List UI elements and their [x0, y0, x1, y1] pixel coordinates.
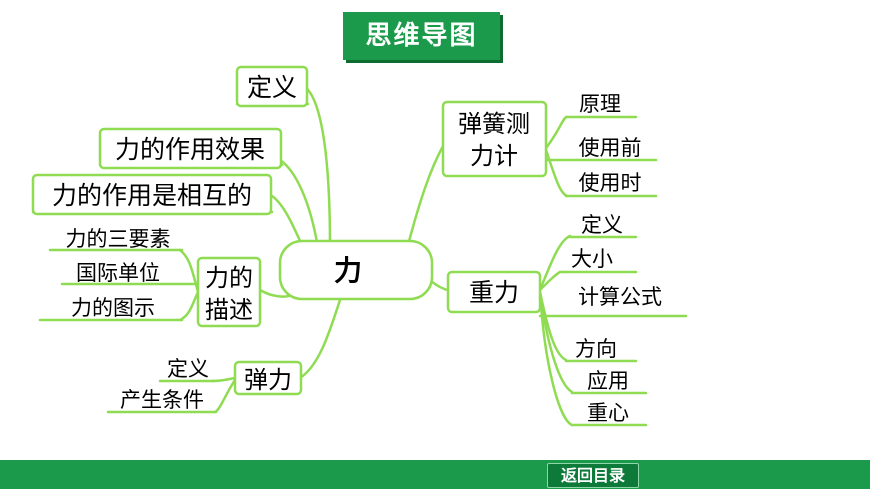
node-spring-line1: 弹簧测 — [458, 110, 530, 138]
node-definition: 定义 — [247, 73, 297, 102]
connector-diagram — [178, 290, 200, 322]
node-box-effect — [98, 127, 283, 170]
node-box-definition — [235, 65, 309, 108]
connector-g-def — [538, 234, 572, 292]
connector-center-elastic — [298, 298, 342, 380]
node-box-spring — [441, 100, 548, 178]
node-box-mutual — [31, 173, 273, 216]
sub-three-elements: 力的三要素 — [66, 227, 171, 251]
sub-g-size: 大小 — [571, 247, 613, 271]
sub-diagram: 力的图示 — [71, 296, 155, 320]
sub-g-apply: 应用 — [587, 369, 629, 393]
sub-intl-unit: 国际单位 — [76, 261, 160, 285]
sub-principle: 原理 — [579, 92, 621, 116]
node-spring-line2: 力计 — [470, 142, 518, 170]
connector-principle — [544, 115, 569, 150]
node-box-elastic — [233, 360, 303, 396]
page-title: 思维导图 — [365, 21, 478, 51]
connector-g-size — [538, 270, 562, 292]
connector-during-use — [544, 148, 569, 198]
title-banner — [343, 12, 500, 60]
connector-center-definition — [303, 85, 332, 248]
connector-elastic-cond — [213, 378, 237, 414]
connector-elastic-def — [210, 376, 237, 383]
connector-center-effect — [278, 158, 320, 250]
node-center: 力 — [334, 254, 362, 287]
connector-three-elements — [178, 248, 200, 294]
connector-g-center — [538, 290, 574, 427]
sub-g-direction: 方向 — [575, 337, 617, 361]
node-describe-line2: 描述 — [205, 296, 253, 324]
sub-before-use: 使用前 — [579, 136, 642, 160]
node-box-gravity — [446, 270, 542, 314]
node-describe-line1: 力的 — [205, 264, 253, 292]
footer-bar — [0, 460, 870, 489]
sub-g-def: 定义 — [581, 213, 623, 237]
connector-center-spring — [406, 144, 445, 247]
sub-elastic-def: 定义 — [167, 357, 209, 381]
sub-g-formula: 计算公式 — [578, 285, 662, 309]
node-effect: 力的作用效果 — [115, 135, 265, 164]
node-gravity: 重力 — [469, 278, 519, 307]
back-to-contents-button[interactable]: 返回目录 — [547, 463, 639, 488]
sub-g-center: 重心 — [587, 401, 629, 425]
node-mutual: 力的作用是相互的 — [52, 181, 252, 210]
node-box-center — [278, 239, 434, 301]
node-box-describe — [196, 256, 262, 328]
sub-during-use: 使用时 — [579, 171, 642, 195]
connector-g-apply — [538, 290, 574, 394]
sub-elastic-cond: 产生条件 — [120, 388, 204, 412]
node-elastic: 弹力 — [244, 366, 292, 394]
